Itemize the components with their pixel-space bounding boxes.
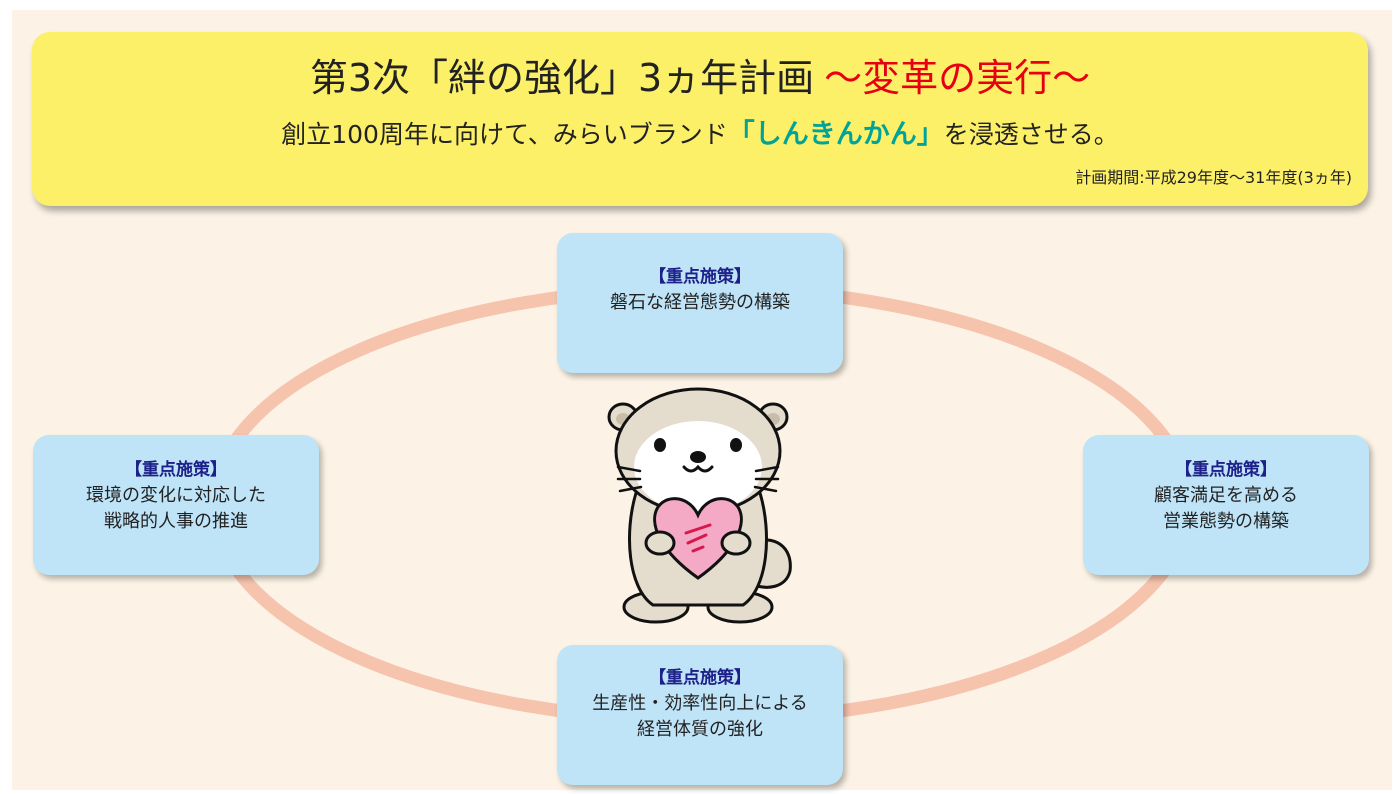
plan-period: 計画期間:平成29年度～31年度(3ヵ年) bbox=[1075, 168, 1352, 187]
subtitle-before: 創立100周年に向けて、みらいブランド bbox=[281, 120, 728, 149]
node-bottom: 【重点施策】 生産性・効率性向上による 経営体質の強化 bbox=[557, 645, 843, 785]
node-bottom-text: 生産性・効率性向上による 経営体質の強化 bbox=[592, 693, 808, 740]
otter-mascot-holding-heart-icon bbox=[607, 387, 792, 624]
node-left: 【重点施策】 環境の変化に対応した 戦略的人事の推進 bbox=[33, 435, 319, 575]
plan-title-main: 第3次「絆の強化」3ヵ年計画 bbox=[309, 56, 815, 100]
plan-subtitle: 創立100周年に向けて、みらいブランド「しんきんかん」を浸透させる。 bbox=[32, 115, 1368, 155]
node-right-tag: 【重点施策】 bbox=[1175, 460, 1277, 480]
node-bottom-tag: 【重点施策】 bbox=[649, 668, 751, 688]
node-left-tag: 【重点施策】 bbox=[125, 460, 227, 480]
subtitle-after: を浸透させる。 bbox=[943, 120, 1119, 149]
node-left-text: 環境の変化に対応した 戦略的人事の推進 bbox=[86, 485, 266, 532]
plan-banner: 第3次「絆の強化」3ヵ年計画～変革の実行～ 創立100周年に向けて、みらいブラン… bbox=[32, 32, 1368, 206]
node-top-text: 磐石な経営態勢の構築 bbox=[610, 292, 790, 313]
brand-name: 「しんきんかん」 bbox=[727, 119, 944, 150]
node-right-text: 顧客満足を高める 営業態勢の構築 bbox=[1154, 485, 1298, 532]
plan-title-accent: ～変革の実行～ bbox=[824, 56, 1091, 100]
node-top: 【重点施策】 磐石な経営態勢の構築 bbox=[557, 233, 843, 373]
node-right: 【重点施策】 顧客満足を高める 営業態勢の構築 bbox=[1083, 435, 1369, 575]
node-top-tag: 【重点施策】 bbox=[649, 267, 751, 287]
plan-title: 第3次「絆の強化」3ヵ年計画～変革の実行～ bbox=[32, 52, 1368, 104]
